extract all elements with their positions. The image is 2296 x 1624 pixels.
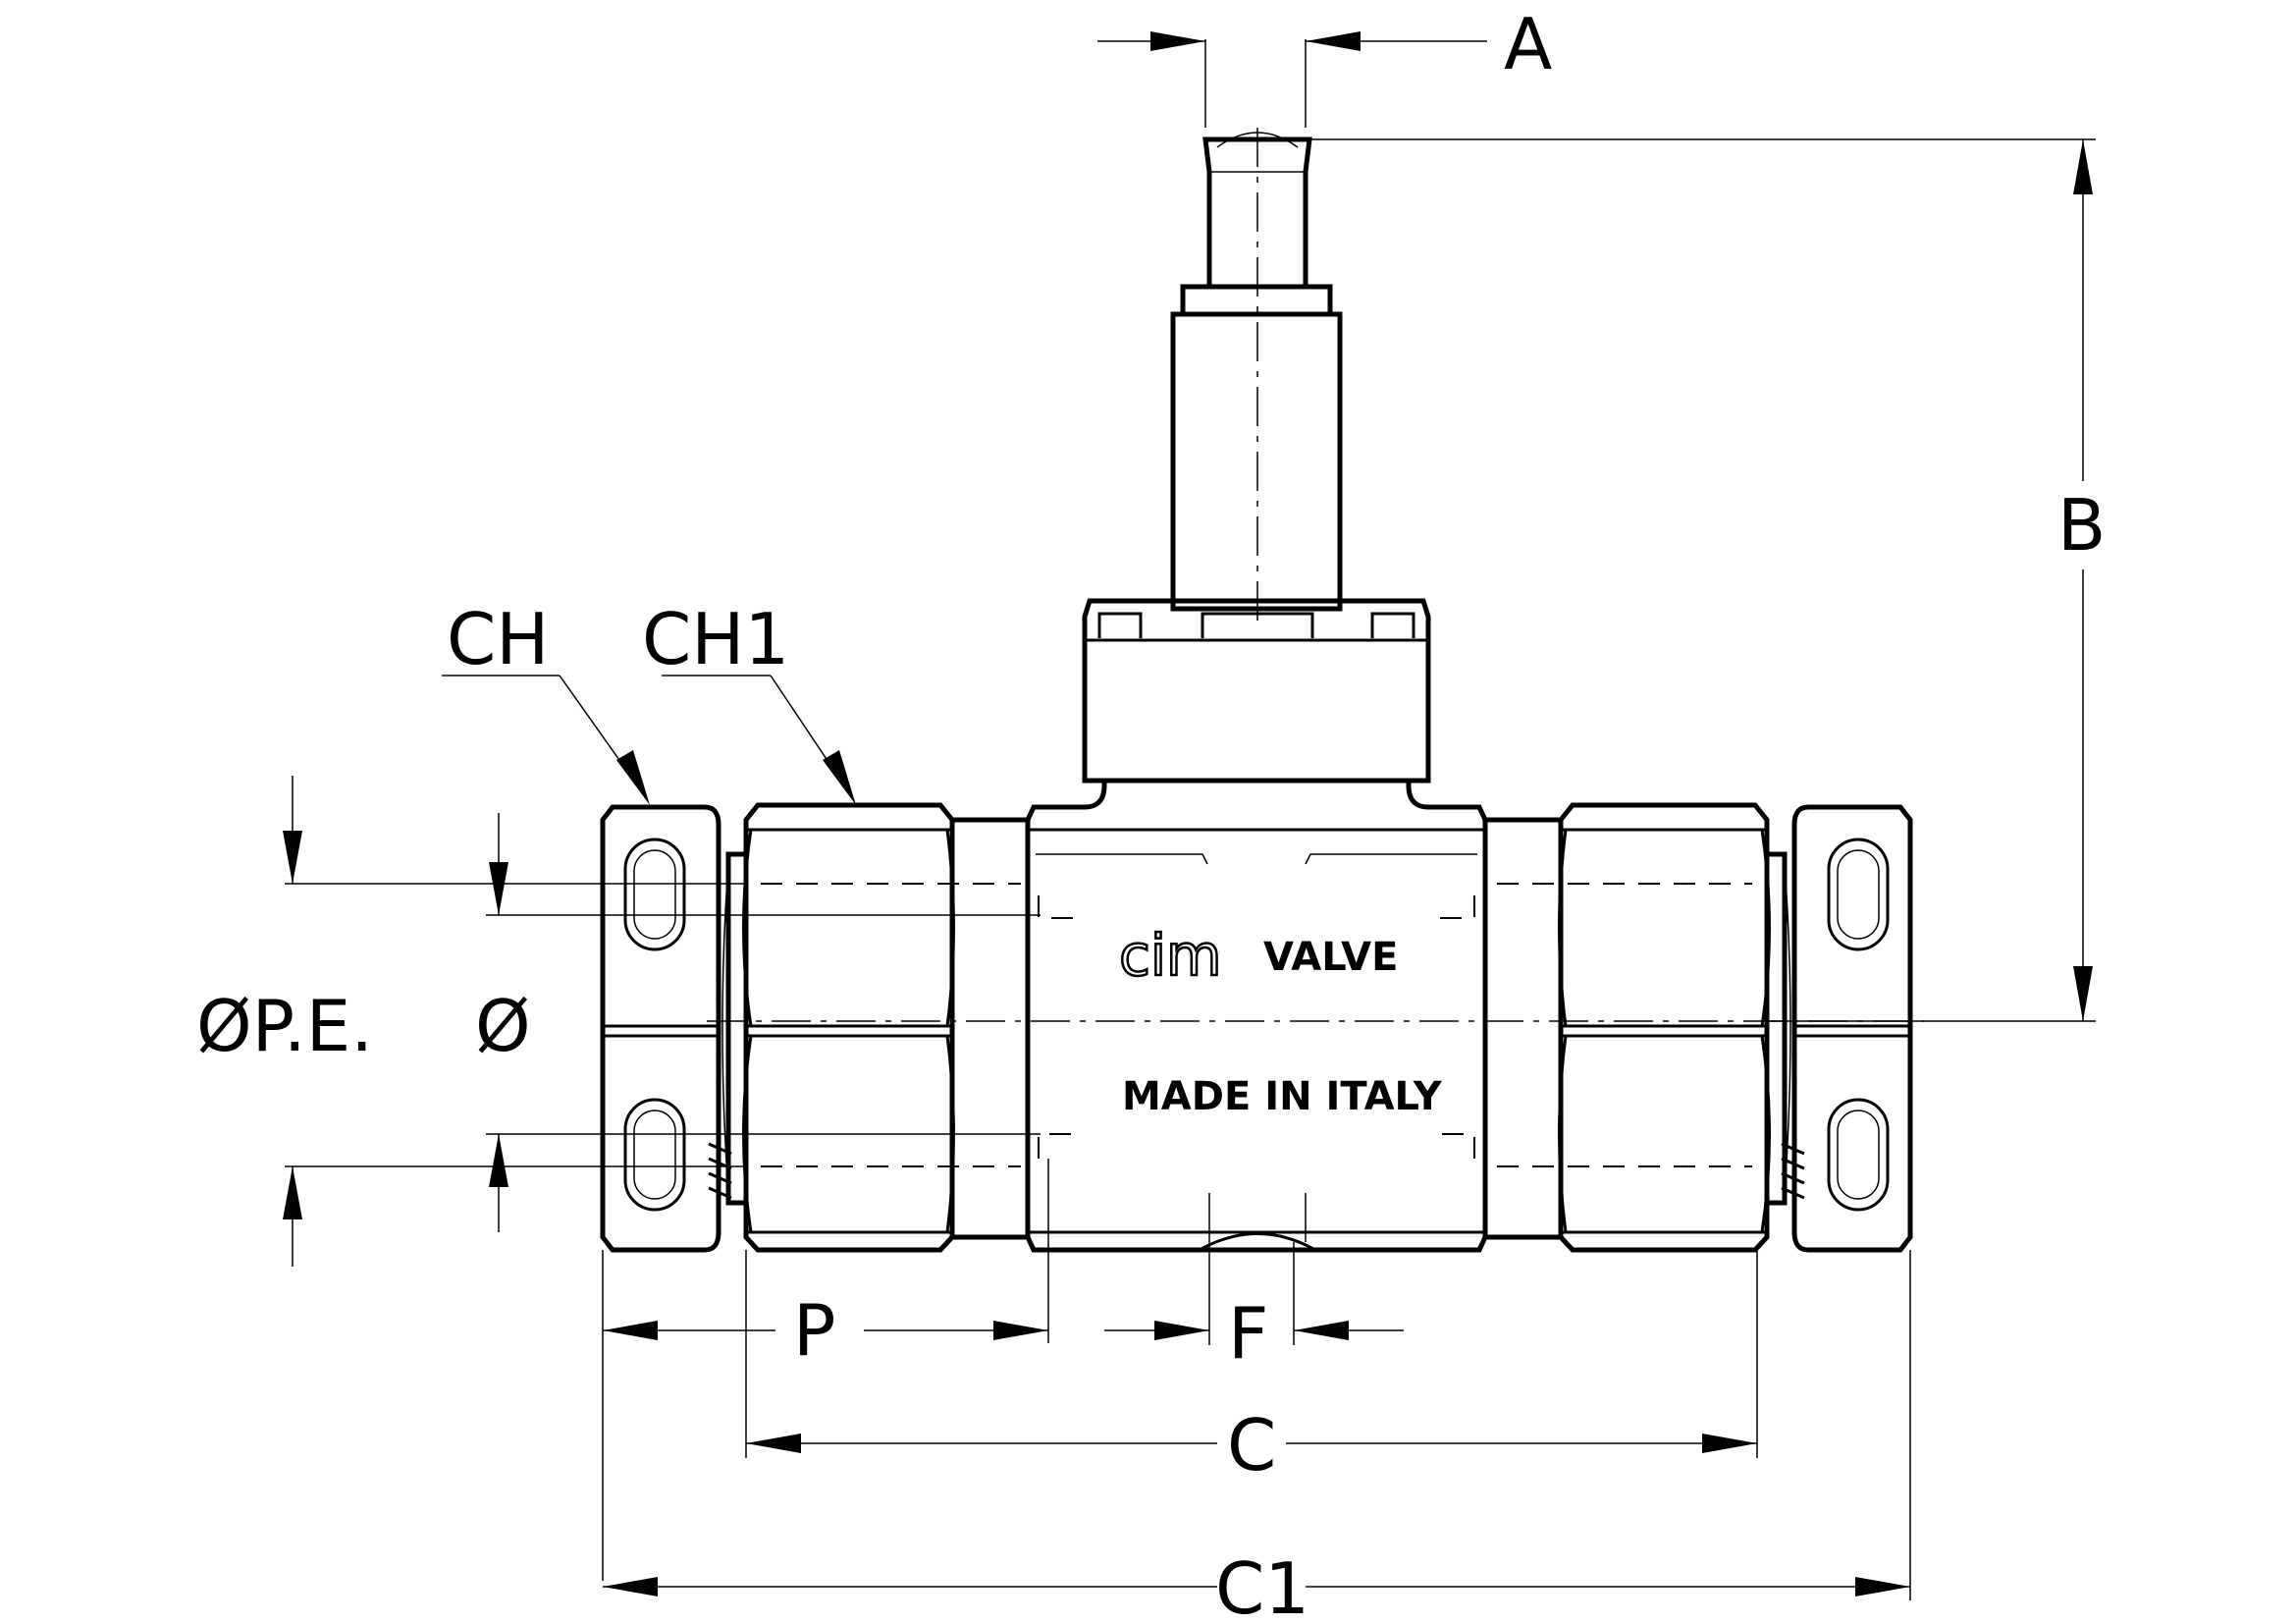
dim-label-ch: CH (447, 598, 549, 680)
valve-body (1025, 778, 1488, 1253)
body-markings: cim VALVE MADE IN ITALY (1118, 921, 1443, 1119)
left-hex-nut (742, 802, 955, 1253)
dimension-p: P (602, 1159, 1049, 1581)
origin-marking: MADE IN ITALY (1122, 1074, 1443, 1119)
dim-label-diam-pe: ØP.E. (196, 985, 373, 1067)
brand-logo: cim (1119, 922, 1222, 989)
dimension-c1: C1 (603, 1250, 1911, 1624)
dim-label-c: C (1227, 1404, 1276, 1487)
dimension-diam-pe: ØP.E. (196, 776, 746, 1267)
dim-label-b: B (2057, 484, 2106, 567)
leader-ch1: CH1 (642, 598, 856, 805)
dim-label-p: P (793, 1289, 835, 1372)
dim-label-f: F (1228, 1292, 1268, 1375)
dim-label-c1: C1 (1215, 1547, 1309, 1624)
dim-label-ch1: CH1 (642, 598, 789, 680)
brand-name: VALVE (1263, 935, 1398, 980)
internal-bore-lines (707, 883, 1924, 1167)
dim-label-diam: Ø (475, 985, 531, 1067)
dimension-f: F (1104, 1242, 1404, 1375)
right-compression-fitting (1764, 804, 1913, 1253)
dimension-a: A (1097, 3, 1552, 128)
bonnet-nut (1082, 598, 1431, 784)
left-compression-fitting (600, 804, 749, 1253)
leader-ch: CH (442, 598, 650, 805)
body-sleeves (949, 817, 1564, 1240)
right-hex-nut (1558, 802, 1771, 1253)
dimension-diam: Ø (475, 813, 1041, 1232)
dim-label-a: A (1504, 3, 1552, 85)
valve-stem (1170, 128, 1343, 628)
dimension-c: C (745, 1250, 1758, 1487)
dimension-b: B (1309, 138, 2106, 1022)
